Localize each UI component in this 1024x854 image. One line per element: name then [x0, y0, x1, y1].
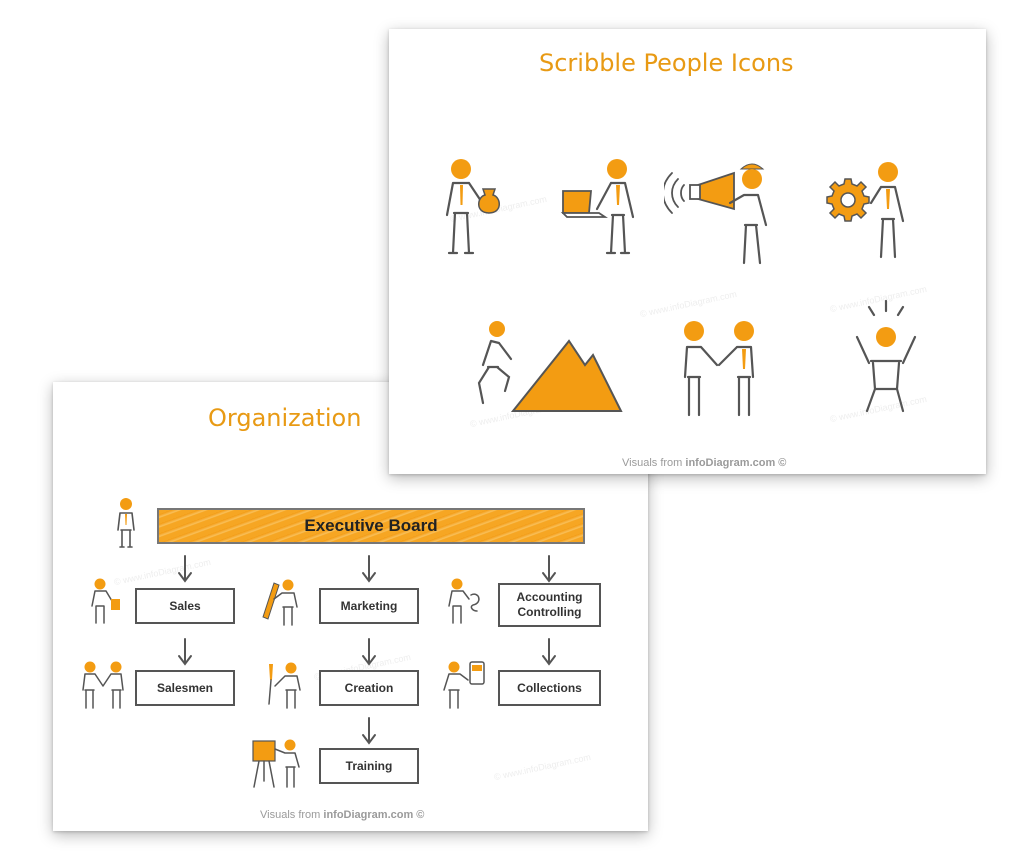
person-with-pencil-icon [260, 577, 302, 629]
person-with-laptop-icon [559, 157, 649, 257]
executive-board-box: Executive Board [157, 508, 585, 544]
excited-person-icon [851, 299, 921, 417]
person-climbing-mountain-icon [469, 321, 629, 413]
watermark: © www.infoDiagram.com [639, 289, 738, 319]
arrow-down-icon [361, 716, 377, 746]
arrow-down-icon [361, 554, 377, 584]
slide-footer: Visuals from infoDiagram.com © [622, 457, 786, 469]
watermark: © www.infoDiagram.com [113, 557, 212, 587]
org-box-creation: Creation [319, 670, 419, 706]
people-handshake-icon [79, 660, 127, 712]
slide-footer: Visuals from infoDiagram.com © [260, 809, 424, 821]
watermark: © www.infoDiagram.com [493, 752, 592, 782]
person-with-megaphone-icon [664, 159, 784, 269]
arrow-down-icon [541, 637, 557, 667]
people-handshake-icon [679, 319, 759, 419]
slide-title: Organization [208, 404, 361, 432]
org-box-salesmen: Salesmen [135, 670, 235, 706]
org-box-collections: Collections [498, 670, 601, 706]
arrow-down-icon [177, 554, 193, 584]
person-with-phone-icon [440, 658, 492, 712]
org-box-accounting-controlling: Accounting Controlling [498, 583, 601, 627]
scribble-people-icons-slide: Scribble People Icons © www.infoDiagram.… [389, 29, 986, 474]
executive-person-icon [111, 495, 141, 551]
person-with-document-icon [86, 577, 126, 627]
person-with-brush-icon [263, 658, 305, 712]
slide-title: Scribble People Icons [539, 49, 794, 77]
org-box-training: Training [319, 748, 419, 784]
org-box-sales: Sales [135, 588, 235, 624]
person-with-cash-icon [443, 577, 485, 627]
person-with-money-bag-icon [441, 157, 513, 257]
arrow-down-icon [177, 637, 193, 667]
org-box-marketing: Marketing [319, 588, 419, 624]
arrow-down-icon [361, 637, 377, 667]
person-with-gear-icon [823, 157, 913, 261]
arrow-down-icon [541, 554, 557, 584]
person-with-presentation-board-icon [249, 735, 307, 791]
